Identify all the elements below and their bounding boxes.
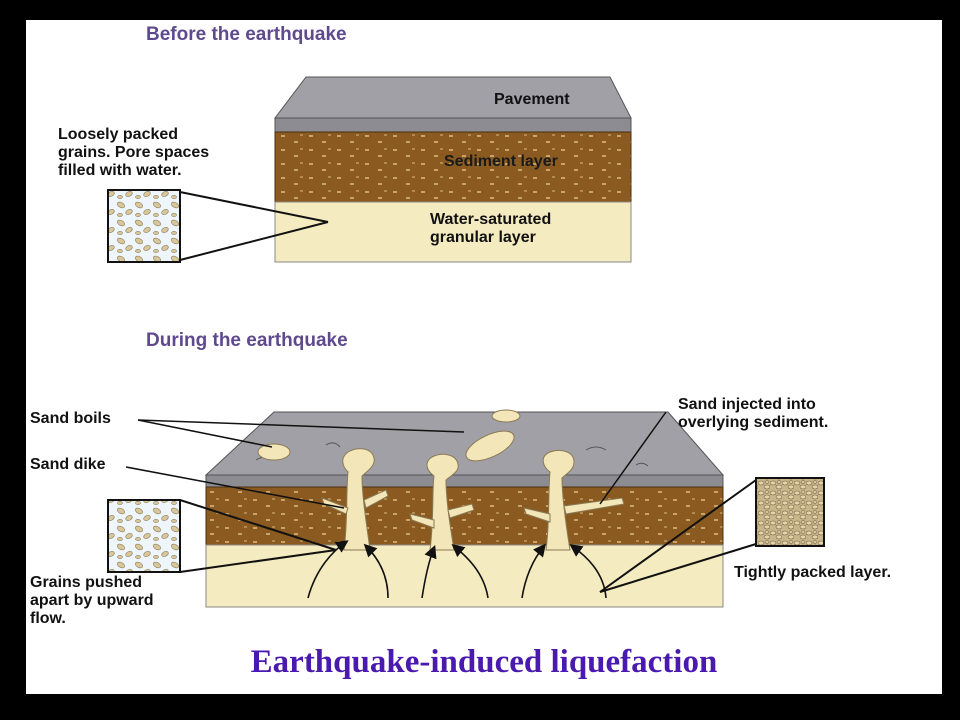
sand-dike-2	[426, 453, 459, 551]
diagram-title: Earthquake-induced liquefaction	[250, 644, 718, 680]
sand-dike-label: Sand dike	[30, 456, 106, 473]
sand-dike-1	[342, 448, 375, 551]
pavement-top-during	[204, 411, 725, 476]
granular-label-line2: granular layer	[430, 229, 536, 246]
loose-grains-inset	[107, 189, 329, 263]
loose-grains-label-line3: filled with water.	[58, 162, 182, 179]
sediment-label: Sediment layer	[444, 153, 558, 170]
grains-pushed-label: Grains pushed apart by upward flow.	[30, 574, 154, 628]
sediment-layer-before	[274, 131, 632, 203]
liquefaction-diagram	[107, 76, 825, 608]
tightly-packed-label: Tightly packed layer.	[734, 564, 892, 581]
sand-boils-label: Sand boils	[30, 410, 111, 427]
sand-boils	[257, 409, 521, 462]
granular-layer-before	[274, 201, 632, 263]
before-block	[273, 76, 632, 263]
sand-boils-leaders	[137, 419, 465, 448]
pavement-label: Pavement	[494, 91, 570, 108]
pavement-edge-during	[205, 474, 724, 488]
injected-leader	[599, 411, 667, 505]
pavement-edge	[274, 117, 632, 133]
granular-label-line1: Water-saturated	[430, 211, 552, 228]
sand-dike-3	[542, 449, 575, 551]
granular-layer-during	[205, 544, 724, 608]
granular-label: Water-saturated granular layer	[430, 211, 551, 247]
tight-grains-inset	[599, 477, 825, 593]
grains-pushed-label-line3: flow.	[30, 610, 66, 627]
sand-boil-2	[465, 430, 515, 462]
before-heading: Before the earthquake	[146, 24, 347, 45]
loose-grains-label: Loosely packed grains. Pore spaces fille…	[58, 126, 209, 180]
during-heading: During the earthquake	[146, 330, 348, 351]
grains-pushed-label-line2: apart by upward	[30, 592, 154, 609]
loose-grains-label-line1: Loosely packed	[58, 126, 179, 143]
sand-boil-3	[491, 409, 521, 423]
sand-dike-leader	[125, 466, 345, 509]
loose-grains-label-line2: grains. Pore spaces	[58, 144, 210, 161]
injected-sand-label-line1: Sand injected into	[678, 396, 816, 413]
sand-dike-2-branch	[409, 503, 475, 529]
injected-sand-label: Sand injected into overlying sediment.	[678, 396, 828, 432]
sand-boil-1	[257, 443, 291, 461]
diagram-canvas: Before the earthquake During the earthqu…	[26, 20, 942, 694]
grains-pushed-label-line1: Grains pushed	[30, 574, 143, 591]
sediment-layer-during	[205, 486, 724, 546]
grains-pushed-inset	[107, 499, 337, 573]
injected-sand-label-line2: overlying sediment.	[678, 414, 829, 431]
sand-dikes	[321, 448, 625, 551]
pavement-top	[273, 76, 632, 119]
